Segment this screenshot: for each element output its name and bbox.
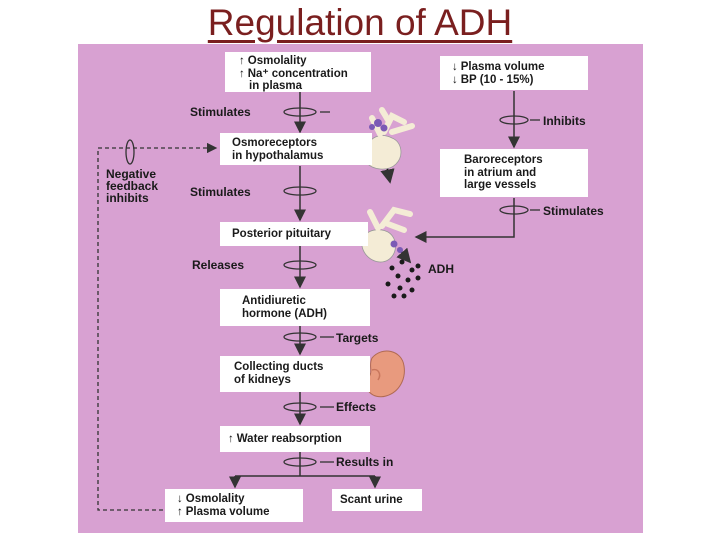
up-arrow-icon: ↑ <box>228 433 234 445</box>
label-negative-feedback: Negative feedback inhibits <box>106 167 159 205</box>
down-arrow-icon: ↓ <box>452 61 458 73</box>
pituitary-gland-icon <box>361 206 413 263</box>
hypothalamus-neuron-icon <box>365 107 415 170</box>
arrow-baroreceptors-to-pituitary <box>414 198 515 243</box>
label-results-in: Results in <box>336 455 394 469</box>
label-stimulates-1: Stimulates <box>190 105 251 119</box>
osmolality-box: ↑Osmolality ↑Na⁺ concentration in plasma <box>225 52 371 92</box>
up-arrow-icon: ↑ <box>239 55 245 67</box>
negative-feedback-loop <box>97 142 218 511</box>
label-targets: Targets <box>336 331 379 345</box>
label-stimulates-2: Stimulates <box>190 185 251 199</box>
plasma-volume-box: ↓Plasma volume ↓BP (10 - 15%) <box>440 56 588 90</box>
scant-urine-box: Scant urine <box>332 489 422 511</box>
posterior-pituitary-box: Posterior pituitary <box>220 222 368 246</box>
down-arrow-icon: ↓ <box>452 73 458 86</box>
label-releases: Releases <box>192 258 245 272</box>
page-title: Regulation of ADH <box>207 2 513 43</box>
osmoreceptors-box: Osmoreceptors in hypothalamus <box>220 133 372 165</box>
up-arrow-icon: ↑ <box>177 505 183 518</box>
adh-hormone-box: Antidiuretic hormone (ADH) <box>220 289 370 326</box>
water-reabsorption-box: ↑Water reabsorption <box>220 426 370 452</box>
result-box: ↓Osmolality ↑Plasma volume <box>165 489 303 522</box>
baroreceptors-box: Baroreceptors in atrium and large vessel… <box>440 149 588 197</box>
down-arrow-icon: ↓ <box>177 493 183 505</box>
label-adh: ADH <box>428 262 454 276</box>
kidney-icon <box>365 350 405 398</box>
arrow-to-result-split <box>234 475 376 486</box>
adh-molecules-icon <box>385 259 421 299</box>
up-arrow-icon: ↑ <box>239 67 245 80</box>
label-effects: Effects <box>336 400 377 414</box>
collecting-ducts-box: Collecting ducts of kidneys <box>220 356 370 392</box>
label-stimulates-3: Stimulates <box>543 204 604 218</box>
label-inhibits: Inhibits <box>543 114 586 128</box>
